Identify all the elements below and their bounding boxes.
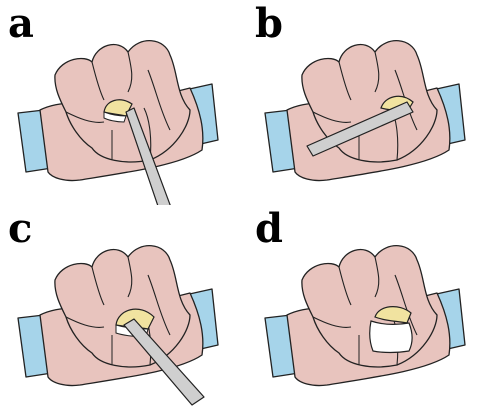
panel-b: b xyxy=(247,0,494,205)
panel-c: c xyxy=(0,205,247,410)
vertebra-illustration xyxy=(247,0,494,205)
panel-d: d xyxy=(247,205,494,410)
cement-fill xyxy=(370,321,412,353)
panel-a: a xyxy=(0,0,247,205)
vertebra-illustration xyxy=(0,205,247,410)
vertebra-illustration xyxy=(0,0,247,205)
vertebra-illustration xyxy=(247,205,494,410)
